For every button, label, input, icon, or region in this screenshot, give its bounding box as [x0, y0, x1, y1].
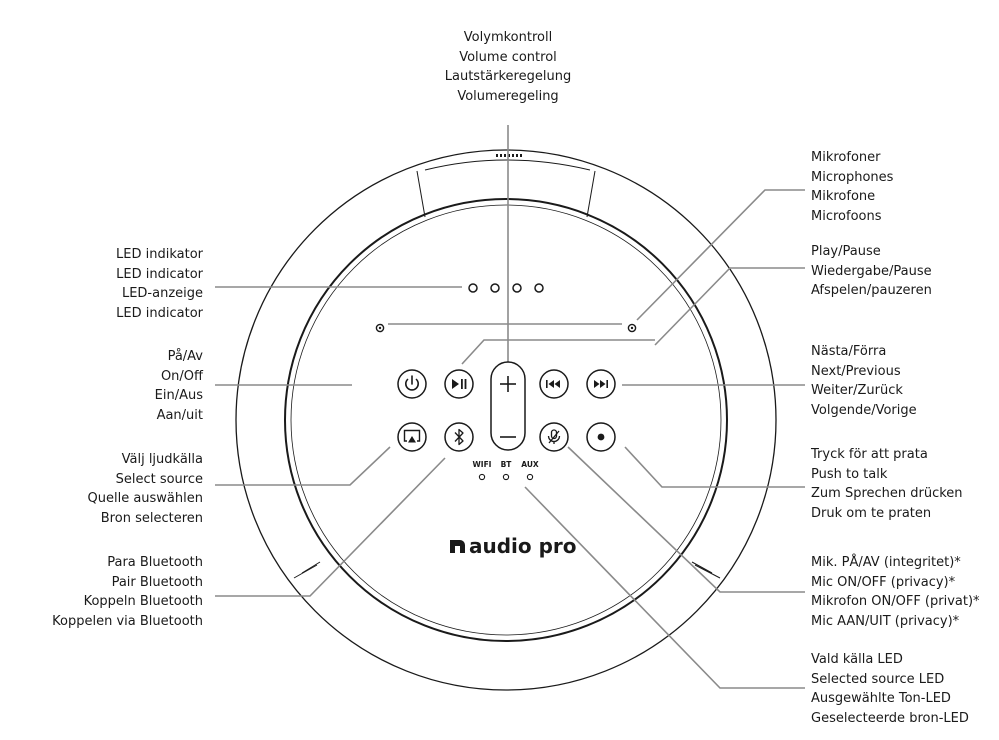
- label-microphones: Mikrofoner Microphones Mikrofone Microfo…: [811, 148, 991, 226]
- leader-microphones: [636, 189, 805, 321]
- leader-select-source: [215, 446, 391, 486]
- label-line: Mic ON/OFF (privacy)*: [811, 574, 956, 590]
- label-line: On/Off: [160, 368, 203, 384]
- volume-rocker[interactable]: [490, 361, 526, 451]
- brand-wordmark: audio pro: [469, 534, 577, 558]
- label-line: Para Bluetooth: [107, 555, 203, 570]
- label-line: På/Av: [167, 349, 203, 364]
- label-mic-privacy: Mik. PÅ/AV (integritet)* Mic ON/OFF (pri…: [811, 553, 997, 631]
- label-line: Volume control: [459, 49, 557, 65]
- label-line: Mikrofoner: [811, 150, 881, 165]
- leader-push-to-talk: [624, 446, 805, 488]
- label-line: Ausgewählte Ton-LED: [811, 691, 951, 707]
- label-line: LED indikator: [116, 247, 203, 262]
- label-line: Pair Bluetooth: [111, 574, 203, 590]
- label-line: Mic AAN/UIT (privacy)*: [811, 613, 960, 629]
- select-source-button[interactable]: [397, 422, 427, 452]
- label-line: Microphones: [811, 169, 894, 185]
- source-led-labels: WIFI BT AUX: [473, 460, 539, 469]
- power-icon: [405, 375, 419, 391]
- source-led-dots: [478, 473, 534, 481]
- power-button[interactable]: [397, 369, 427, 399]
- speaker-outer-ring: [235, 149, 777, 691]
- label-select-source: Välj ljudkälla Select source Quelle ausw…: [40, 450, 204, 528]
- label-line: Wiedergabe/Pause: [811, 263, 932, 279]
- next-button[interactable]: [586, 369, 616, 399]
- label-line: Lautstärkeregelung: [444, 69, 572, 85]
- play-pause-icon: [452, 379, 467, 389]
- label-line: Koppelen via Bluetooth: [52, 613, 203, 629]
- push-to-talk-button[interactable]: [586, 422, 616, 452]
- mic-mute-icon: [547, 429, 561, 444]
- label-play-pause: Play/Pause Wiedergabe/Pause Afspelen/pau…: [811, 242, 991, 301]
- leader-play-pause-btn: [461, 339, 655, 365]
- label-line: Mikrofone: [811, 189, 876, 205]
- label-line: Volymkontroll: [463, 30, 553, 45]
- label-selected-source-led: Vald källa LED Selected source LED Ausge…: [811, 650, 991, 728]
- mic-mute-button[interactable]: [539, 422, 569, 452]
- label-pair-bluetooth: Para Bluetooth Pair Bluetooth Koppeln Bl…: [10, 553, 203, 631]
- bluetooth-icon: [454, 428, 464, 446]
- volume-up-button[interactable]: [500, 376, 516, 392]
- led-indicator-row: [468, 283, 544, 293]
- leader-selected-source-led: [524, 486, 805, 689]
- label-line: Mik. PÅ/AV (integritet)*: [811, 555, 961, 570]
- label-line: Aan/uit: [156, 407, 203, 423]
- label-line: Välj ljudkälla: [121, 452, 203, 467]
- source-led-wifi-label: WIFI: [473, 460, 492, 469]
- label-line: Selected source LED: [811, 671, 945, 687]
- label-line: Volgende/Vorige: [811, 402, 917, 418]
- label-line: Play/Pause: [811, 244, 881, 259]
- label-line: Tryck för att prata: [811, 447, 928, 462]
- label-line: LED indicator: [116, 305, 203, 321]
- leader-pair-bluetooth: [215, 457, 446, 597]
- leader-play-pause: [654, 267, 805, 346]
- play-pause-button[interactable]: [444, 369, 474, 399]
- source-icon: [403, 429, 421, 443]
- label-line: Volumeregeling: [457, 88, 559, 104]
- label-line: Zum Sprechen drücken: [811, 486, 963, 502]
- label-line: Next/Previous: [811, 363, 901, 379]
- source-led-aux-label: AUX: [521, 460, 539, 469]
- plus-icon: [500, 376, 516, 392]
- label-line: Nästa/Förra: [811, 344, 887, 359]
- speaker-handle: [293, 159, 721, 579]
- label-power: På/Av On/Off Ein/Aus Aan/uit: [40, 347, 203, 425]
- previous-icon: [546, 380, 560, 388]
- callout-lines: [215, 125, 805, 689]
- label-next-previous: Nästa/Förra Next/Previous Weiter/Zurück …: [811, 342, 991, 420]
- brand-logo-icon: [450, 540, 465, 553]
- brand-logo: audio pro: [450, 534, 577, 558]
- talk-dot-icon: [597, 433, 605, 441]
- label-push-to-talk: Tryck för att prata Push to talk Zum Spr…: [811, 445, 991, 523]
- label-led-indicator: LED indikator LED indicator LED-anzeige …: [40, 245, 203, 323]
- label-line: Bron selecteren: [100, 510, 203, 526]
- label-line: Koppeln Bluetooth: [83, 594, 203, 610]
- label-line: Weiter/Zurück: [811, 383, 903, 399]
- bluetooth-button[interactable]: [444, 422, 474, 452]
- label-line: Microfoons: [811, 208, 882, 224]
- next-icon: [594, 380, 608, 388]
- label-line: Druk om te praten: [811, 505, 932, 521]
- label-line: Mikrofon ON/OFF (privat)*: [811, 594, 980, 610]
- previous-button[interactable]: [539, 369, 569, 399]
- label-volume-control: Volymkontroll Volume control Lautstärker…: [438, 28, 578, 106]
- speaker-top-plate-inner: [290, 204, 722, 636]
- label-line: Ein/Aus: [154, 388, 203, 404]
- handle-grip-dots: [496, 154, 522, 157]
- label-line: Afspelen/pauzeren: [811, 283, 932, 299]
- label-line: Select source: [115, 471, 203, 487]
- label-line: Push to talk: [811, 466, 888, 482]
- label-line: Geselecteerde bron-LED: [811, 710, 969, 726]
- label-line: Quelle auswählen: [87, 491, 204, 507]
- label-line: LED-anzeige: [121, 286, 203, 302]
- microphone-holes: [375, 323, 637, 333]
- leader-mic-privacy: [567, 446, 805, 593]
- label-line: LED indicator: [116, 266, 203, 282]
- speaker-top-plate: [284, 198, 728, 642]
- source-led-bt-label: BT: [501, 460, 513, 469]
- label-line: Vald källa LED: [811, 652, 903, 667]
